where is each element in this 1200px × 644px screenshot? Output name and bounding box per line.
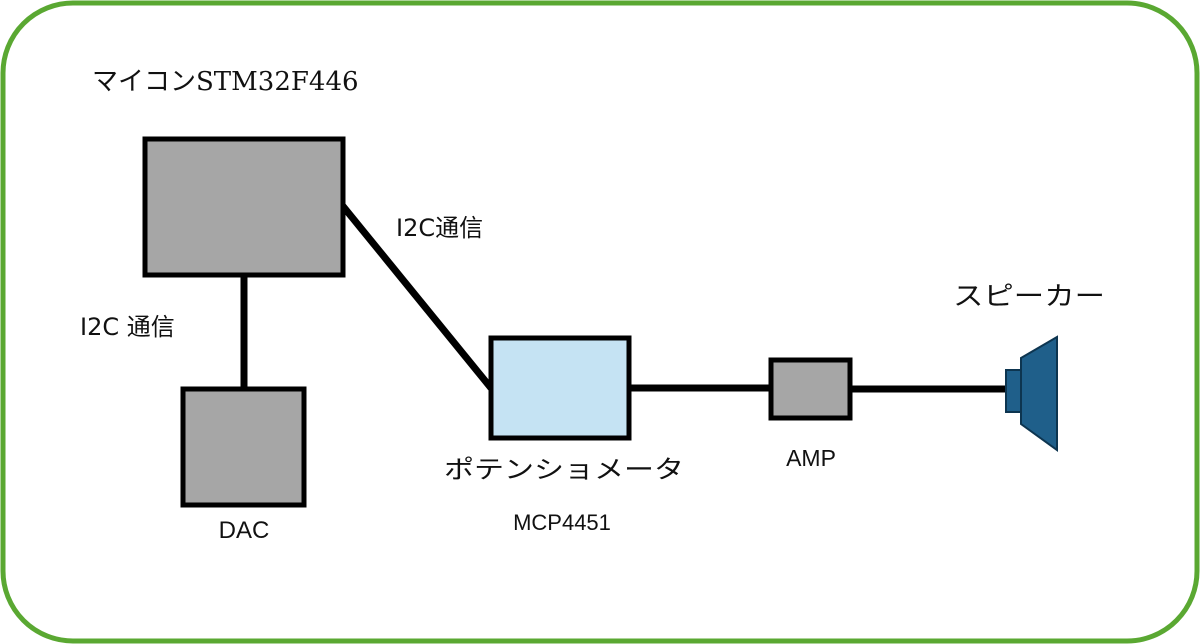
potentiometer-block [488, 335, 632, 441]
mcu-title-label: マイコンSTM32F446 [92, 67, 359, 97]
dac-label: DAC [219, 517, 270, 544]
potentiometer-part-label: MCP4451 [513, 510, 611, 535]
mcu-potentiometer-connection [339, 202, 494, 391]
potentiometer-label: ポテンショメータ [444, 455, 684, 484]
mcu-block [142, 136, 346, 278]
dac-block [180, 386, 307, 508]
i2c-right-label: I2C通信 [396, 214, 483, 242]
speaker-magnet [1005, 369, 1022, 413]
speaker-cone [1020, 335, 1058, 452]
i2c-left-label: I2C 通信 [80, 313, 175, 341]
amp-label: AMP [786, 445, 836, 471]
amp-block [768, 357, 853, 421]
speaker-icon [1005, 335, 1058, 452]
speaker-label: スピーカー [953, 282, 1105, 312]
